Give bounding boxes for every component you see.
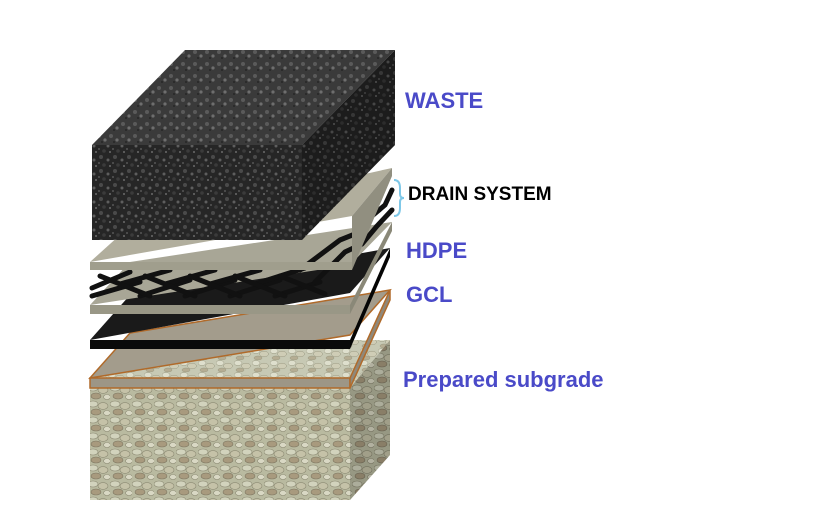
drain-system-brace (393, 179, 405, 217)
label-gcl: GCL (406, 282, 453, 307)
label-drain-system: DRAIN SYSTEM (408, 184, 552, 205)
subgrade-block (90, 340, 390, 500)
label-hdpe: HDPE (406, 238, 468, 263)
label-waste: WASTE (405, 88, 484, 113)
label-prepared-subgrade: Prepared subgrade (403, 367, 604, 392)
waste-block (92, 50, 395, 240)
